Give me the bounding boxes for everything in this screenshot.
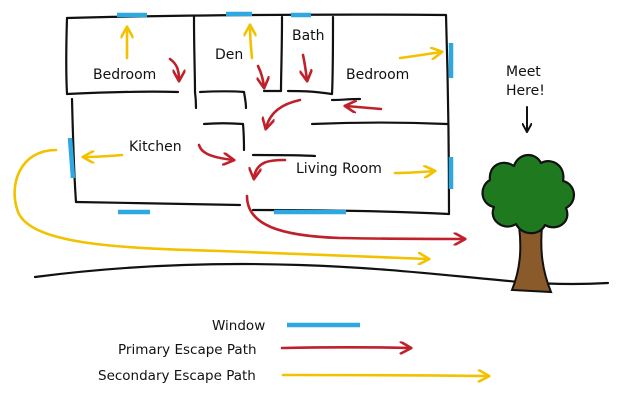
wall-hall-mid — [242, 90, 248, 110]
tree-foliage — [481, 154, 575, 235]
meet-label-line2: Here! — [506, 83, 545, 99]
wall-living-left-stub — [251, 153, 317, 158]
room-label-kitchen: Kitchen — [129, 139, 182, 155]
wall-bath-bottom — [286, 89, 334, 96]
room-label-bedroom-left: Bedroom — [93, 67, 156, 83]
room-labels: Bedroom Den Bath Bedroom Kitchen Living … — [93, 28, 409, 177]
wall-bedroom-right-bottom — [310, 121, 449, 126]
primary-escape-paths — [168, 53, 464, 239]
ground-line — [33, 262, 610, 286]
wall-bedroom-kitchen — [65, 90, 180, 96]
primary-path-outside — [245, 194, 464, 239]
primary-path-kitchen — [197, 143, 233, 160]
primary-path-den — [258, 64, 264, 87]
wall-den-bottom — [198, 90, 246, 94]
primary-path-living — [254, 158, 287, 178]
legend-label-primary: Primary Escape Path — [118, 342, 257, 358]
secondary-path-outside — [13, 148, 428, 259]
legend-label-secondary: Secondary Escape Path — [98, 368, 256, 384]
wall-bedroom-right-lower — [330, 97, 362, 102]
room-label-living-room: Living Room — [296, 161, 382, 177]
primary-path-bath — [303, 53, 307, 80]
tree-trunk — [510, 225, 553, 294]
legend-label-window: Window — [212, 318, 265, 334]
wall-bath-bedroom — [330, 15, 335, 96]
wall-den-bath — [279, 15, 284, 93]
outer-wall-left-lower — [70, 97, 78, 204]
legend-swatch-secondary — [281, 375, 488, 376]
outer-wall-right — [444, 13, 451, 216]
wall-kitchen-top-stub — [202, 122, 245, 126]
window-kitchen-left-side — [67, 137, 76, 179]
room-label-bedroom-right: Bedroom — [346, 67, 409, 83]
secondary-escape-paths — [13, 26, 441, 259]
outer-wall-left — [65, 16, 69, 96]
wall-bedroom-den — [192, 15, 197, 94]
wall-kitchen-right — [241, 122, 246, 152]
wall-hall-left — [193, 90, 198, 110]
outer-wall-top — [65, 13, 448, 20]
legend-swatch-primary — [280, 347, 410, 348]
secondary-path-den-window — [250, 26, 252, 60]
windows — [67, 11, 454, 215]
secondary-path-living-window — [393, 171, 434, 173]
meeting-tree — [481, 154, 575, 294]
primary-path-bedroom-right — [346, 106, 383, 109]
secondary-path-kitchen-window — [84, 155, 124, 157]
meet-label-line1: Meet — [506, 64, 541, 80]
primary-path-bedroom-left — [168, 57, 179, 80]
room-label-bath: Bath — [292, 28, 325, 44]
legend: Window Primary Escape Path Secondary Esc… — [98, 318, 488, 384]
meeting-point-label: Meet Here! — [506, 64, 545, 131]
floor-plan — [65, 13, 451, 216]
room-label-den: Den — [215, 47, 243, 63]
secondary-path-bedroom-right-window — [398, 52, 441, 58]
outer-wall-bottom-left — [74, 200, 242, 207]
primary-path-hall — [266, 98, 302, 128]
